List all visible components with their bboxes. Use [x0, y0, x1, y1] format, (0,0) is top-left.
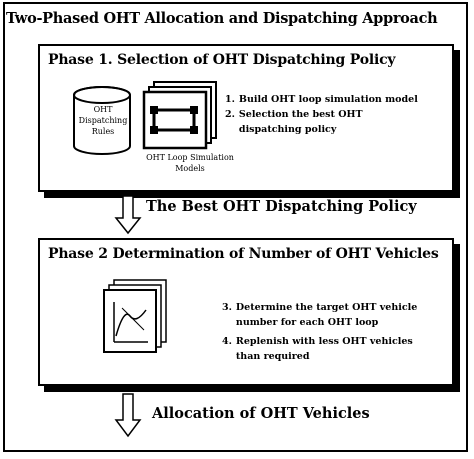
step-1-text: Build OHT loop simulation model: [238, 94, 418, 105]
step-4: 4. Replenish with less OHT vehicles than…: [222, 334, 432, 364]
phase2-box: Phase 2 Determination of Number of OHT V…: [38, 238, 454, 386]
step-1: 1. Build OHT loop simulation model: [225, 92, 425, 107]
step-4-number: 4.: [222, 336, 232, 347]
database-icon: [73, 86, 131, 155]
simulation-model-label: OHT Loop Simulation Models: [146, 153, 234, 173]
phase1-title: Phase 1. Selection of OHT Dispatching Po…: [48, 52, 396, 68]
step-3-text: Determine the target OHT vehicle number …: [235, 302, 418, 328]
phase2-steps: 3. Determine the target OHT vehicle numb…: [222, 300, 432, 364]
chart-document-icon: [103, 279, 167, 353]
arrow-down-1: [114, 195, 142, 235]
step-1-number: 1.: [225, 94, 235, 105]
simulation-model-icon: [142, 81, 217, 150]
phase1-box: Phase 1. Selection of OHT Dispatching Po…: [38, 44, 454, 192]
step-3: 3. Determine the target OHT vehicle numb…: [222, 300, 432, 330]
arrow1-label: The Best OHT Dispatching Policy: [146, 198, 417, 215]
step-2: 2. Selection the best OHT dispatching po…: [225, 107, 425, 137]
arrow2-label: Allocation of OHT Vehicles: [152, 405, 370, 422]
arrow-down-2: [114, 393, 142, 438]
step-3-number: 3.: [222, 302, 232, 313]
diagram-frame: [3, 2, 468, 452]
step-2-number: 2.: [225, 109, 235, 120]
step-2-text: Selection the best OHT dispatching polic…: [238, 109, 363, 135]
phase1-steps: 1. Build OHT loop simulation model 2. Se…: [225, 92, 425, 137]
diagram-title: Two-Phased OHT Allocation and Dispatchin…: [6, 10, 438, 27]
phase2-title: Phase 2 Determination of Number of OHT V…: [48, 246, 439, 262]
database-label: OHT Dispatching Rules: [78, 105, 128, 136]
step-4-text: Replenish with less OHT vehicles than re…: [235, 336, 413, 362]
